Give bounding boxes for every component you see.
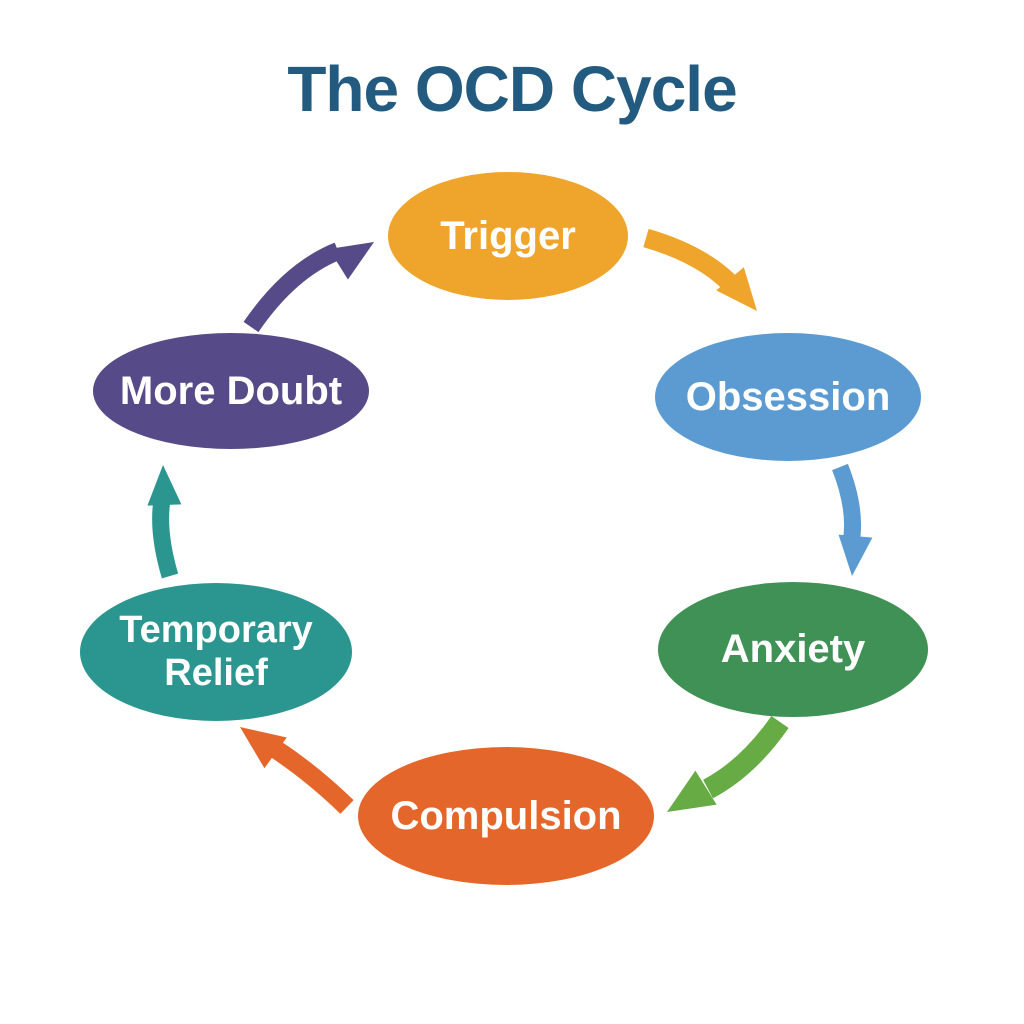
node-compulsion-label: Compulsion: [390, 793, 622, 838]
arrow-more-doubt-to-trigger: [243, 242, 374, 333]
arrow-temporary-relief-to-more-doubt: [147, 465, 182, 579]
node-obsession: Obsession: [655, 333, 921, 461]
page-title: The OCD Cycle: [287, 53, 737, 125]
node-compulsion: Compulsion: [358, 747, 654, 885]
node-temporary-relief-label: Temporary Relief: [119, 609, 313, 694]
node-trigger: Trigger: [388, 172, 628, 300]
node-temporary-relief: Temporary Relief: [80, 583, 352, 721]
arrow-trigger-to-obsession: [643, 228, 757, 311]
node-anxiety: Anxiety: [658, 582, 928, 717]
arrow-obsession-to-anxiety: [832, 463, 873, 576]
node-more-doubt: More Doubt: [93, 333, 369, 449]
arrow-anxiety-to-compulsion: [667, 715, 789, 812]
node-anxiety-label: Anxiety: [720, 627, 866, 672]
node-obsession-label: Obsession: [685, 374, 891, 419]
node-trigger-label: Trigger: [440, 213, 576, 258]
arrow-compulsion-to-temporary-relief: [240, 727, 354, 814]
node-more-doubt-label: More Doubt: [119, 368, 343, 413]
